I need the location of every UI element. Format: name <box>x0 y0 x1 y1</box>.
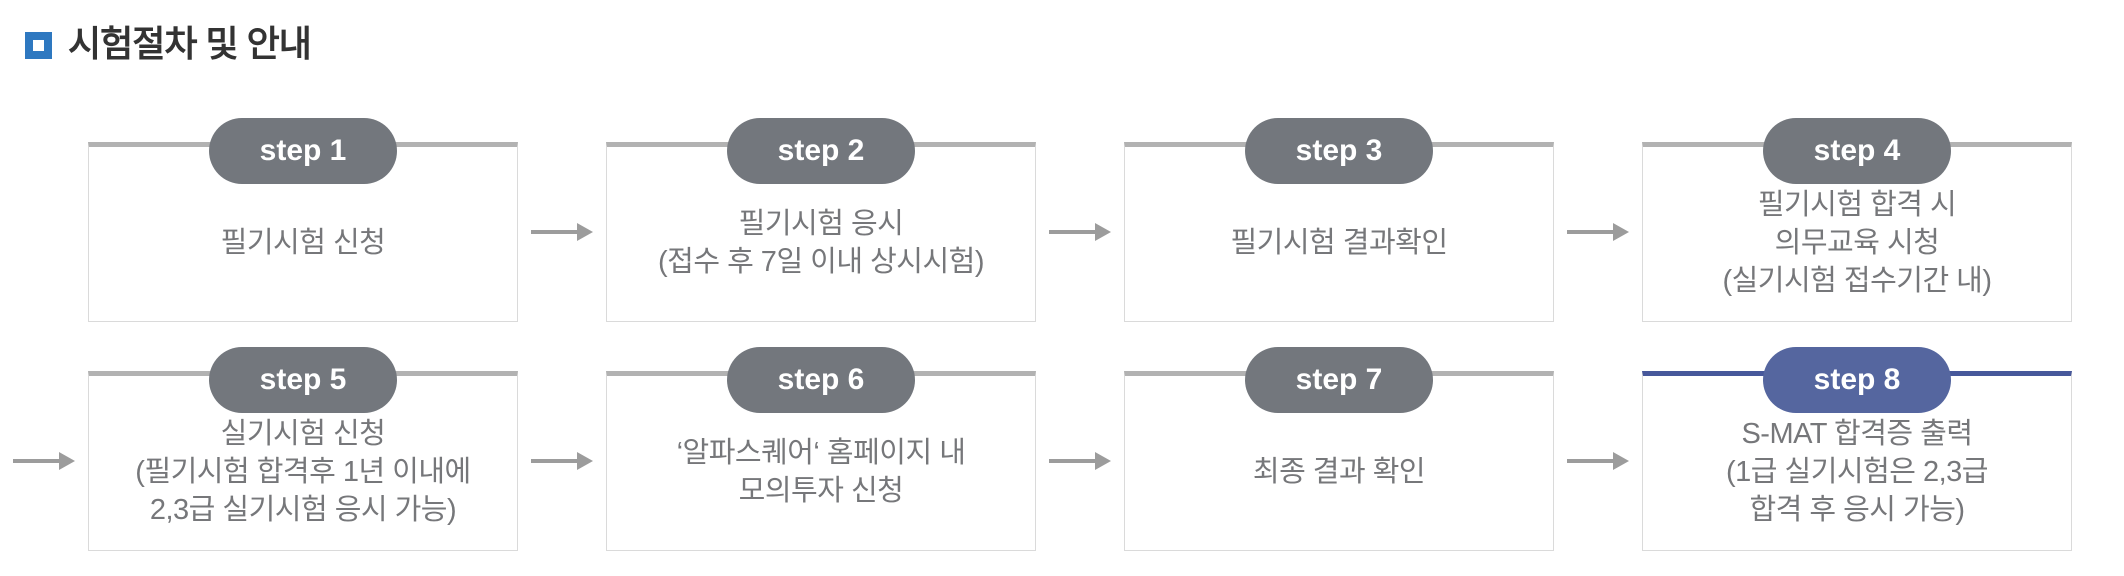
arrow-right-icon <box>13 452 75 470</box>
arrow-right-icon <box>1049 223 1111 241</box>
step-box-2: step 2 필기시험 응시 (접수 후 7일 이내 상시시험) <box>606 118 1036 322</box>
step-description-6: ‘알파스퀘어‘ 홈페이지 내 모의투자 신청 <box>676 437 966 507</box>
page-title: 시험절차 및 안내 <box>68 23 312 64</box>
step-box-1: step 1 필기시험 신청 <box>88 118 518 322</box>
step-badge-3: step 3 <box>1245 118 1433 184</box>
step-description-2: 필기시험 응시 (접수 후 7일 이내 상시시험) <box>658 208 984 278</box>
arrow-right-icon <box>1567 223 1629 241</box>
step-box-8: step 8 S-MAT 합격증 출력 (1급 실기시험은 2,3급 합격 후 … <box>1642 347 2072 551</box>
flow-gap <box>1036 142 1124 322</box>
step-box-5: step 5 실기시험 신청 (필기시험 합격후 1년 이내에 2,3급 실기시… <box>88 347 518 551</box>
step-badge-1: step 1 <box>209 118 397 184</box>
step-description-4: 필기시험 합격 시 의무교육 시청 (실기시험 접수기간 내) <box>1722 189 1992 297</box>
flow-gap <box>1554 142 1642 322</box>
step-badge-7: step 7 <box>1245 347 1433 413</box>
step-description-7: 최종 결과 확인 <box>1252 456 1426 488</box>
square-bullet-icon <box>25 31 52 59</box>
arrow-right-icon <box>1567 452 1629 470</box>
section-header: 시험절차 및 안내 <box>25 23 312 64</box>
arrow-right-icon <box>1049 452 1111 470</box>
step-badge-2: step 2 <box>727 118 915 184</box>
flow-gap <box>1036 371 1124 551</box>
flow-row-2: step 5 실기시험 신청 (필기시험 합격후 1년 이내에 2,3급 실기시… <box>0 347 2072 551</box>
step-badge-6: step 6 <box>727 347 915 413</box>
step-badge-8: step 8 <box>1763 347 1951 413</box>
step-description-8: S-MAT 합격증 출력 (1급 실기시험은 2,3급 합격 후 응시 가능) <box>1726 418 1988 526</box>
flow-gap <box>0 371 88 551</box>
step-badge-5: step 5 <box>209 347 397 413</box>
flow-gap <box>518 142 606 322</box>
flow-gap <box>518 371 606 551</box>
step-box-4: step 4 필기시험 합격 시 의무교육 시청 (실기시험 접수기간 내) <box>1642 118 2072 322</box>
step-description-1: 필기시험 신청 <box>220 227 386 259</box>
step-badge-4: step 4 <box>1763 118 1951 184</box>
arrow-right-icon <box>531 452 593 470</box>
step-description-5: 실기시험 신청 (필기시험 합격후 1년 이내에 2,3급 실기시험 응시 가능… <box>135 418 471 526</box>
step-description-3: 필기시험 결과확인 <box>1230 227 1449 259</box>
flow-gap <box>1554 371 1642 551</box>
step-box-3: step 3 필기시험 결과확인 <box>1124 118 1554 322</box>
flow-row-1: step 1 필기시험 신청 step 2 필기시험 응시 (접수 후 7일 이… <box>88 118 2072 322</box>
step-box-6: step 6 ‘알파스퀘어‘ 홈페이지 내 모의투자 신청 <box>606 347 1036 551</box>
arrow-right-icon <box>531 223 593 241</box>
step-box-7: step 7 최종 결과 확인 <box>1124 347 1554 551</box>
